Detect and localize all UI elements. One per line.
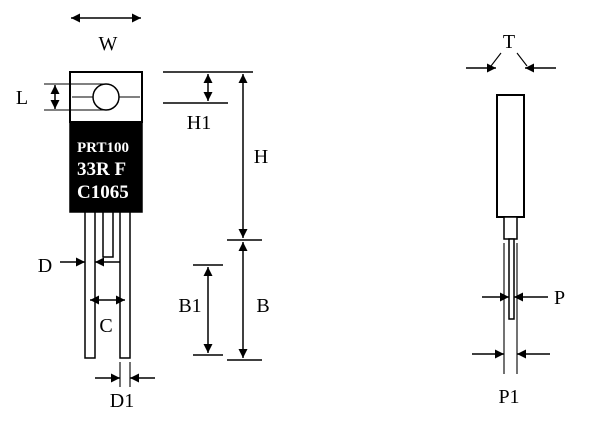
mounting-hole xyxy=(92,83,120,111)
dim-L: L xyxy=(16,83,104,111)
dim-H: H xyxy=(227,74,268,241)
dim-T: T xyxy=(466,31,556,73)
side-body xyxy=(496,94,525,218)
dim-D: D xyxy=(38,255,120,277)
leader-line xyxy=(490,52,502,67)
dim-P: P xyxy=(482,287,565,309)
front-view: PRT100 33R F C1065 xyxy=(69,71,143,359)
side-lead xyxy=(508,238,515,320)
dim-B1: B1 xyxy=(178,264,223,356)
side-view xyxy=(496,94,525,320)
dim-D1: D1 xyxy=(95,362,155,412)
dim-P1: P1 xyxy=(472,243,550,408)
dim-label-B1: B1 xyxy=(178,295,201,317)
middle-lead-stub xyxy=(102,211,114,258)
dim-B: B xyxy=(227,242,270,361)
side-lead-shoulder xyxy=(503,216,518,240)
dim-label-C: C xyxy=(99,315,112,337)
dim-H1: H1 xyxy=(163,71,253,134)
dim-W: W xyxy=(71,13,141,55)
dim-label-W: W xyxy=(99,33,118,55)
dim-label-D1: D1 xyxy=(110,390,134,412)
dim-label-P: P xyxy=(554,287,565,309)
marking-line1: PRT100 xyxy=(77,140,129,156)
leader-line xyxy=(516,52,528,67)
dim-label-B: B xyxy=(256,295,269,317)
marking-line3: C1065 xyxy=(77,182,129,203)
dim-label-H1: H1 xyxy=(187,112,211,134)
dim-label-H: H xyxy=(254,146,268,168)
side-view-dimensions: T P P1 xyxy=(466,31,565,408)
dim-label-L: L xyxy=(16,87,28,109)
right-lead xyxy=(119,211,131,359)
dim-label-D: D xyxy=(38,255,52,277)
front-view-dimensions: W L H1 H B xyxy=(16,13,270,412)
marking-line2: 33R F xyxy=(77,159,126,180)
dim-label-T: T xyxy=(503,31,515,53)
dim-C: C xyxy=(90,295,125,337)
dim-label-P1: P1 xyxy=(498,386,519,408)
left-lead xyxy=(84,211,96,359)
